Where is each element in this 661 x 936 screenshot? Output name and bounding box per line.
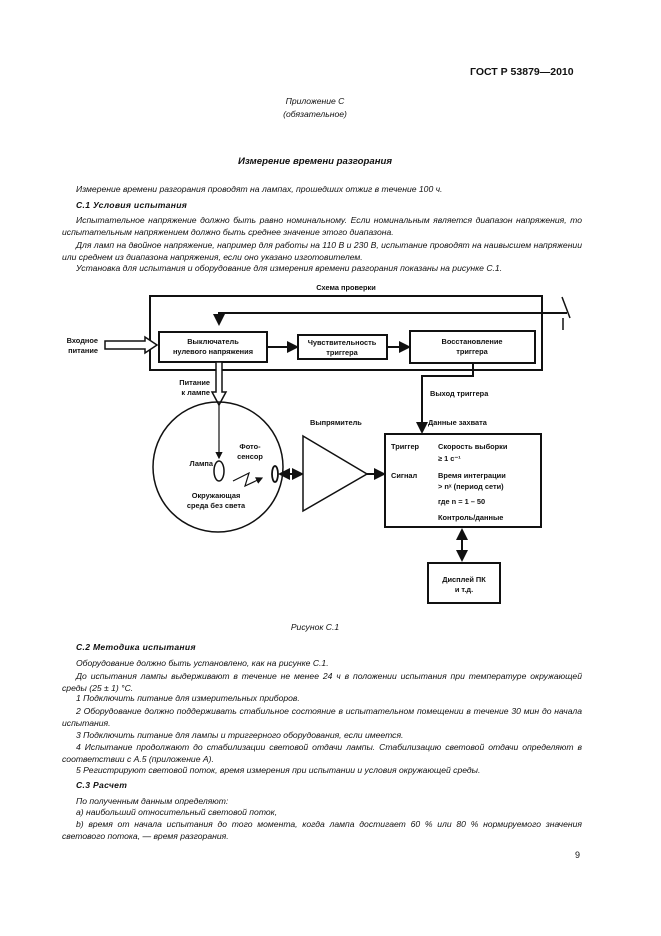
paragraph: До испытания лампы выдерживают в течение… <box>62 671 582 694</box>
paragraph: b) время от начала испытания до того мом… <box>62 819 582 842</box>
diagram-label: Фото- <box>239 442 261 451</box>
paragraph: a) наибольший относительный световой пот… <box>76 807 278 817</box>
input-label: Входное <box>67 336 98 345</box>
diagram-label: Выключатель <box>187 337 239 346</box>
paragraph: 3 Подключить питание для лампы и триггер… <box>76 730 404 740</box>
light-ray-icon <box>232 471 264 488</box>
diagram-label: среда без света <box>187 501 246 510</box>
diagram-label: где n = 1 – 50 <box>438 497 485 506</box>
feedback-line <box>213 312 567 326</box>
lamp-icon <box>213 460 225 482</box>
diagram-label: Контроль/данные <box>438 513 503 522</box>
photosensor-icon <box>271 465 279 483</box>
diagram-label: к лампе <box>181 388 210 397</box>
paragraph: Установка для испытания и оборудование д… <box>76 263 503 273</box>
diagram-label: сенсор <box>237 452 263 461</box>
intro-paragraph: Измерение времени разгорания проводят на… <box>76 184 443 194</box>
data-capture-box <box>384 433 542 528</box>
paragraph: По полученным данным определяют: <box>76 796 229 806</box>
diagram-label: Восстановление <box>442 337 503 346</box>
section-c2-heading: С.2 Методика испытания <box>76 642 196 652</box>
diagram-label: Скорость выборки <box>438 442 508 451</box>
diagram-label: ≥ 1 с⁻¹ <box>438 454 461 463</box>
diagram-label: и т.д. <box>455 585 473 594</box>
page-number: 9 <box>575 850 581 860</box>
trigger-output-line <box>416 363 474 434</box>
diagram-label: Окружающая <box>192 491 241 500</box>
rectifier-triangle <box>302 434 369 513</box>
diagram-label: Дисплей ПК <box>442 575 486 584</box>
annex-status: (обязательное) <box>283 109 347 119</box>
reset-box <box>409 330 536 364</box>
diagram-label: Время интеграции <box>438 471 506 480</box>
diagram-label: Данные захвата <box>428 418 488 427</box>
switch-icon <box>561 296 571 319</box>
paragraph: 2 Оборудование должно поддерживать стаби… <box>62 706 582 729</box>
section-c3-heading: С.3 Расчет <box>76 780 128 790</box>
lamp-power-arrow-icon <box>210 361 228 407</box>
diagram-label: Лампа <box>189 459 213 468</box>
diagram-label: триггера <box>326 348 358 357</box>
paragraph: 4 Испытание продолжают до стабилизации с… <box>62 742 582 765</box>
diagram-label: Выход триггера <box>430 389 489 398</box>
diagram-label: Триггер <box>391 442 420 451</box>
figure-caption: Рисунок С.1 <box>290 622 340 632</box>
dark-environment-circle <box>152 401 284 533</box>
display-box <box>427 562 501 604</box>
diagram-label: триггера <box>456 347 488 356</box>
diagram-label: нулевого напряжения <box>173 347 253 356</box>
diagram-label: Сигнал <box>391 471 418 480</box>
annex-title: Приложение С <box>285 96 345 106</box>
annex-heading: Измерение времени разгорания <box>237 156 393 167</box>
scheme-label: Схема проверки <box>316 283 376 292</box>
switch-box <box>158 331 268 363</box>
paragraph: Испытательное напряжение должно быть рав… <box>62 215 582 238</box>
paragraph: 1 Подключить питание для измерительных п… <box>76 693 300 703</box>
diagram-label: Чувствительность <box>308 338 377 347</box>
paragraph: 5 Регистрируют световой поток, время изм… <box>76 765 481 775</box>
input-arrow-icon <box>104 335 159 355</box>
paragraph: Оборудование должно быть установлено, ка… <box>76 658 329 668</box>
input-label: питание <box>68 346 98 355</box>
paragraph: Для ламп на двойное напряжение, например… <box>62 240 582 263</box>
scheme-frame <box>149 295 543 371</box>
figure-c1-diagram: Схема проверки Входное питание Выключате… <box>67 283 571 604</box>
section-c1-heading: С.1 Условия испытания <box>76 200 188 210</box>
diagram-label: Питание <box>179 378 210 387</box>
diagram-label: Выпрямитель <box>310 418 362 427</box>
document-id: ГОСТ Р 53879—2010 <box>470 66 574 78</box>
sensitivity-box <box>297 334 388 360</box>
diagram-label: > nˣ (период сети) <box>438 482 504 491</box>
